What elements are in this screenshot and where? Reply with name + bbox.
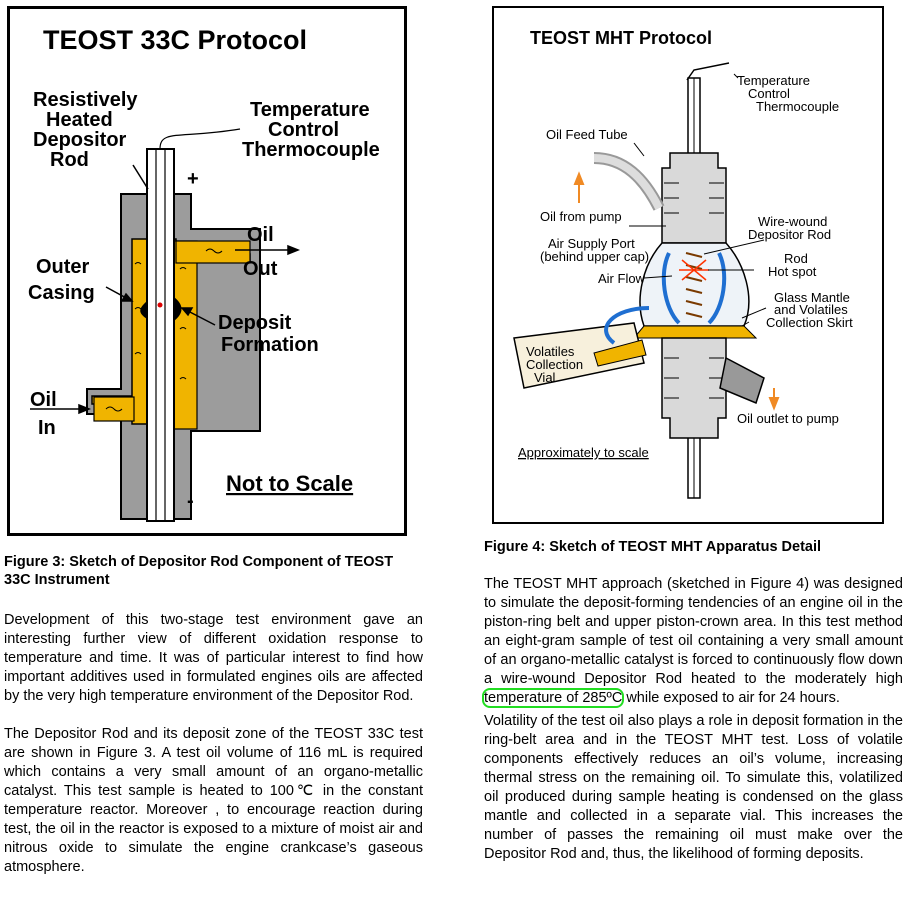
svg-text:Temperature: Temperature <box>250 99 370 121</box>
depositor-rod <box>146 148 175 522</box>
mht-thermocouple-label: Temperature Control Thermocouple <box>737 73 839 114</box>
oil-out-label: Oil Out <box>243 224 278 280</box>
oil-in-label: Oil In <box>30 389 57 439</box>
svg-text:Thermocouple: Thermocouple <box>756 99 839 114</box>
not-to-scale-label: Not to Scale <box>226 471 353 496</box>
svg-text:Thermocouple: Thermocouple <box>242 139 380 161</box>
outer-casing-label: Outer Casing <box>28 256 95 304</box>
approx-scale-label: Approximately to scale <box>518 445 649 460</box>
left-paragraph-1: Development of this two-stage test envir… <box>4 612 423 704</box>
flow-marks <box>105 248 223 412</box>
figure-4-diagram: TEOST MHT Protocol <box>513 28 853 499</box>
fig3-title: TEOST 33C Protocol <box>43 25 307 55</box>
svg-text:Rod: Rod <box>50 149 89 171</box>
air-flow-path <box>604 252 727 345</box>
oil-outlet <box>719 356 765 405</box>
figure-3-caption: Figure 3: Sketch of Depositor Rod Compon… <box>4 554 394 588</box>
svg-text:Depositor: Depositor <box>33 129 127 151</box>
svg-text:Oil: Oil <box>247 224 274 246</box>
figure-4-frame: TEOST MHT Protocol <box>492 6 884 524</box>
oil-outlet-label: Oil outlet to pump <box>737 411 839 426</box>
svg-text:Outer: Outer <box>36 256 90 278</box>
glass-mantle-label: Glass Mantle and Volatiles Collection Sk… <box>766 290 853 330</box>
right-column-text: The TEOST MHT approach (sketched in Figu… <box>481 575 903 883</box>
hot-spot <box>679 259 709 281</box>
right-paragraph-2: Volatility of the test oil also plays a … <box>484 713 903 862</box>
figure-3-diagram: TEOST 33C Protocol <box>28 25 380 522</box>
svg-text:In: In <box>38 417 56 439</box>
hot-spot-label: Rod Hot spot <box>768 251 817 279</box>
temperature-highlight: temperature of 285ºC <box>481 688 625 708</box>
oil-from-pump-label: Oil from pump <box>540 209 622 224</box>
plus-sign: + <box>187 168 199 190</box>
svg-text:Control: Control <box>268 119 339 141</box>
svg-text:Collection: Collection <box>526 357 583 372</box>
collection-skirt <box>632 325 758 339</box>
svg-text:Collection Skirt: Collection Skirt <box>766 315 853 330</box>
oil-outlet-channel <box>175 240 251 264</box>
svg-text:Volatiles: Volatiles <box>526 344 575 359</box>
air-flow-label: Air Flow <box>598 271 646 286</box>
figure-3-frame: TEOST 33C Protocol <box>7 6 407 536</box>
left-paragraph-2: The Depositor Rod and its deposit zone o… <box>4 726 423 875</box>
svg-text:Oil: Oil <box>30 389 57 411</box>
left-column-text: Development of this two-stage test envir… <box>4 611 423 896</box>
svg-text:Heated: Heated <box>46 109 113 131</box>
svg-text:Vial: Vial <box>534 370 556 385</box>
wire-wound-label: Wire-wound Depositor Rod <box>748 214 831 242</box>
svg-text:Hot spot: Hot spot <box>768 264 817 279</box>
svg-text:Control: Control <box>748 86 790 101</box>
svg-text:and Volatiles: and Volatiles <box>774 302 848 317</box>
svg-text:Resistively: Resistively <box>33 89 138 111</box>
svg-text:Out: Out <box>243 258 278 280</box>
svg-text:Glass Mantle: Glass Mantle <box>774 290 850 305</box>
mht-thermocouple-wire <box>686 62 730 81</box>
deposit-label: Deposit Formation <box>218 312 319 356</box>
lower-body <box>661 337 727 439</box>
fig4-title: TEOST MHT Protocol <box>530 28 712 48</box>
oil-feed-tube-label: Oil Feed Tube <box>546 127 628 142</box>
deposit-right <box>174 297 182 321</box>
svg-text:Wire-wound: Wire-wound <box>758 214 827 229</box>
air-supply-port-label: Air Supply Port (behind upper cap) <box>540 236 649 264</box>
rod-label: Resistively Heated Depositor Rod <box>33 89 138 171</box>
svg-text:Deposit: Deposit <box>218 312 292 334</box>
thermocouple-label: Temperature Control Thermocouple <box>242 99 380 161</box>
deposit-left <box>140 301 147 319</box>
svg-text:Casing: Casing <box>28 282 95 304</box>
figure-4-caption: Figure 4: Sketch of TEOST MHT Apparatus … <box>484 539 822 555</box>
thermocouple-wire <box>159 128 241 150</box>
svg-text:Rod: Rod <box>784 251 808 266</box>
svg-text:(behind upper cap): (behind upper cap) <box>540 249 649 264</box>
svg-text:Air Supply Port: Air Supply Port <box>548 236 635 251</box>
minus-sign: - <box>187 490 194 512</box>
right-paragraph-1: The TEOST MHT approach (sketched in Figu… <box>481 576 903 708</box>
svg-text:Depositor Rod: Depositor Rod <box>748 227 831 242</box>
svg-text:Temperature: Temperature <box>737 73 810 88</box>
volatiles-vial-label: Volatiles Collection Vial <box>526 344 583 385</box>
svg-text:Formation: Formation <box>221 334 319 356</box>
